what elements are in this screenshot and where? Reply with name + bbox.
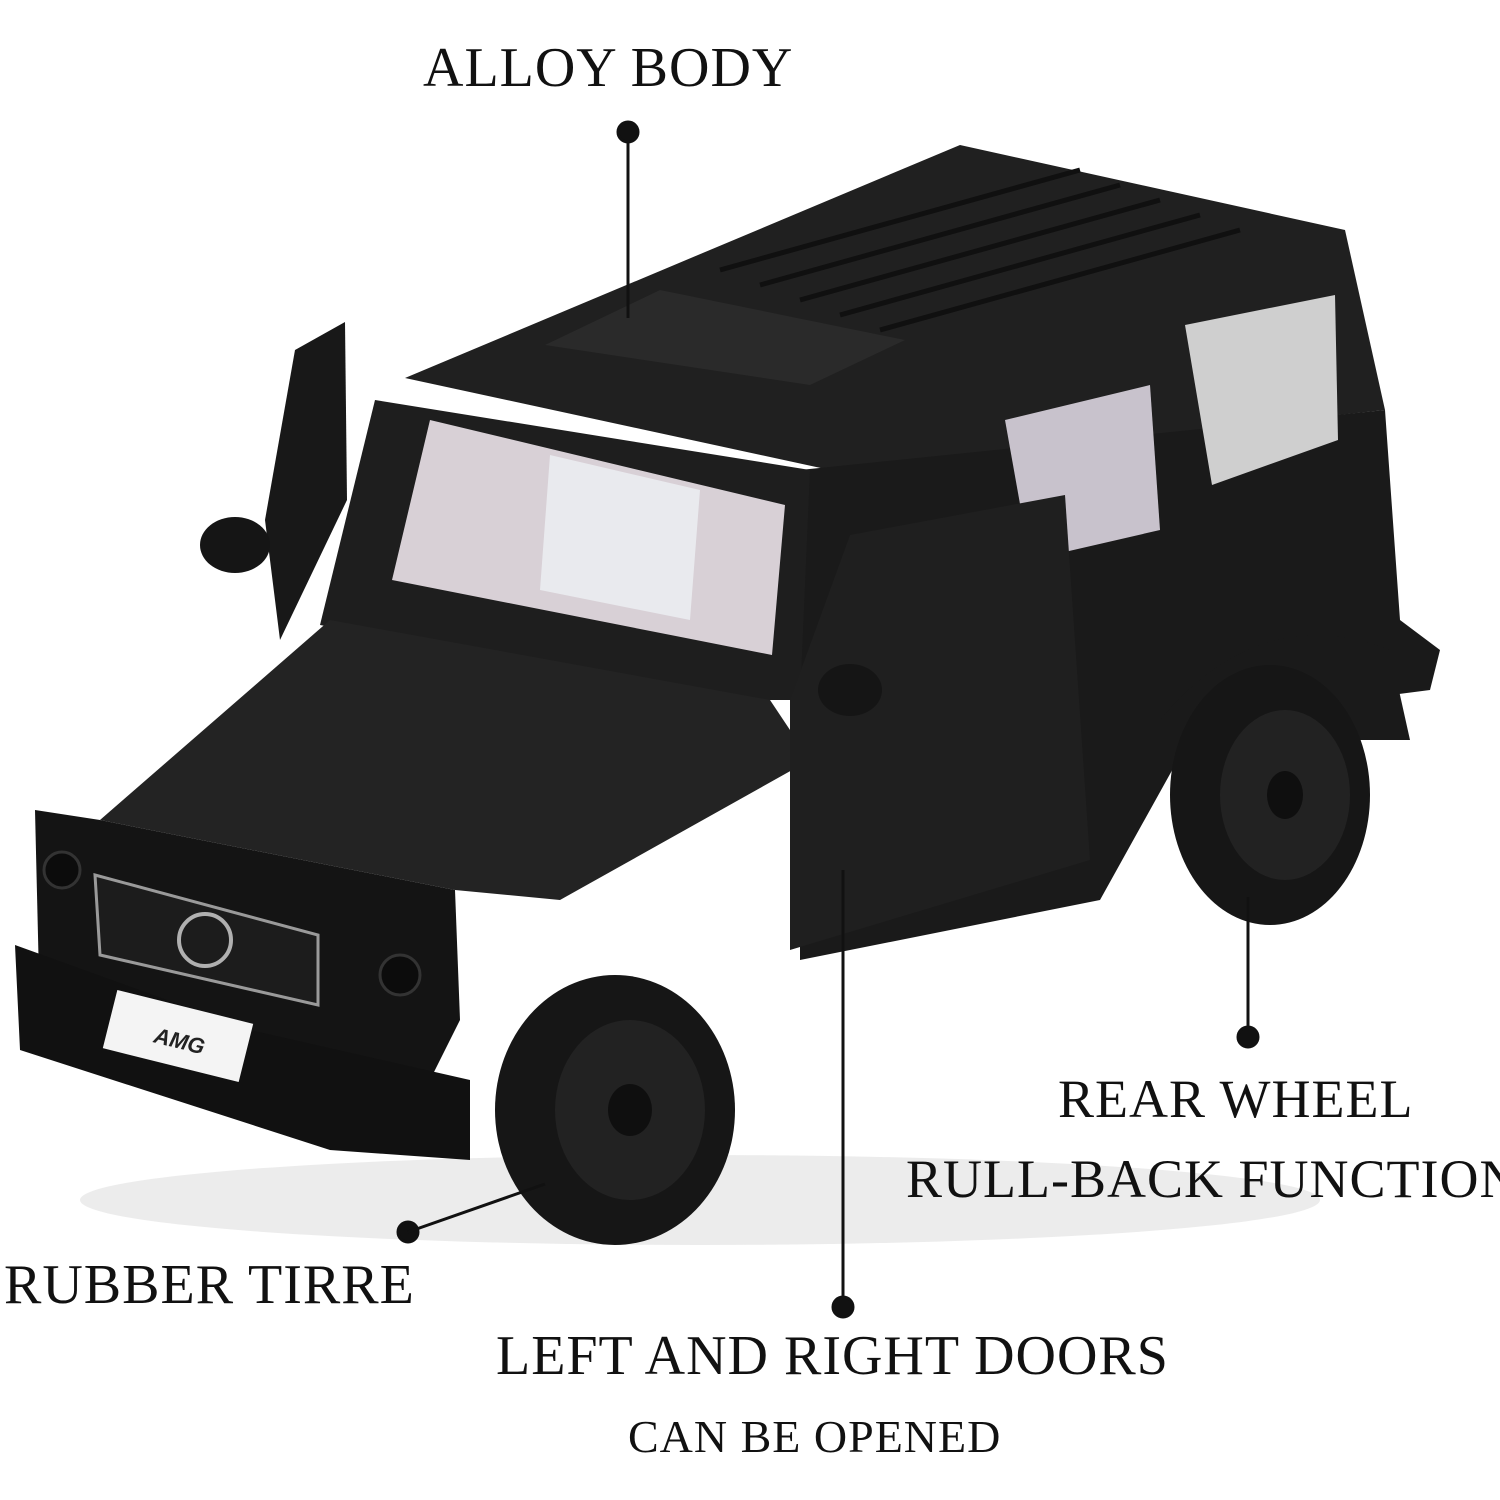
windshield-glare — [540, 455, 700, 620]
pull-back-function-label: RULL-BACK FUNCTION — [906, 1149, 1500, 1209]
license-plate — [102, 989, 254, 1083]
hood — [100, 620, 810, 900]
headlight-right — [378, 953, 422, 997]
roof-panel — [545, 290, 905, 385]
rubber-tire-label: RUBBER TIRRE — [4, 1254, 415, 1316]
front-wheel — [495, 975, 735, 1245]
brand-emblem — [177, 912, 233, 968]
doors-open-label: CAN BE OPENED — [628, 1411, 1002, 1462]
open-door-right — [790, 495, 1090, 950]
open-door-left — [265, 322, 347, 640]
headlight-left — [42, 850, 82, 890]
alloy-body-label: ALLOY BODY — [423, 37, 794, 99]
doors-label: LEFT AND RIGHT DOORS — [496, 1325, 1169, 1387]
rear-wheel — [1170, 665, 1370, 925]
rear-wheel-label: REAR WHEEL — [1058, 1069, 1414, 1129]
side-mirror — [200, 517, 270, 573]
toy-suv: AMG — [15, 145, 1440, 1245]
door-mirror — [818, 664, 882, 716]
side-window-rear — [1185, 295, 1338, 485]
callout-markers — [396, 120, 1260, 1319]
grille — [93, 873, 320, 1007]
